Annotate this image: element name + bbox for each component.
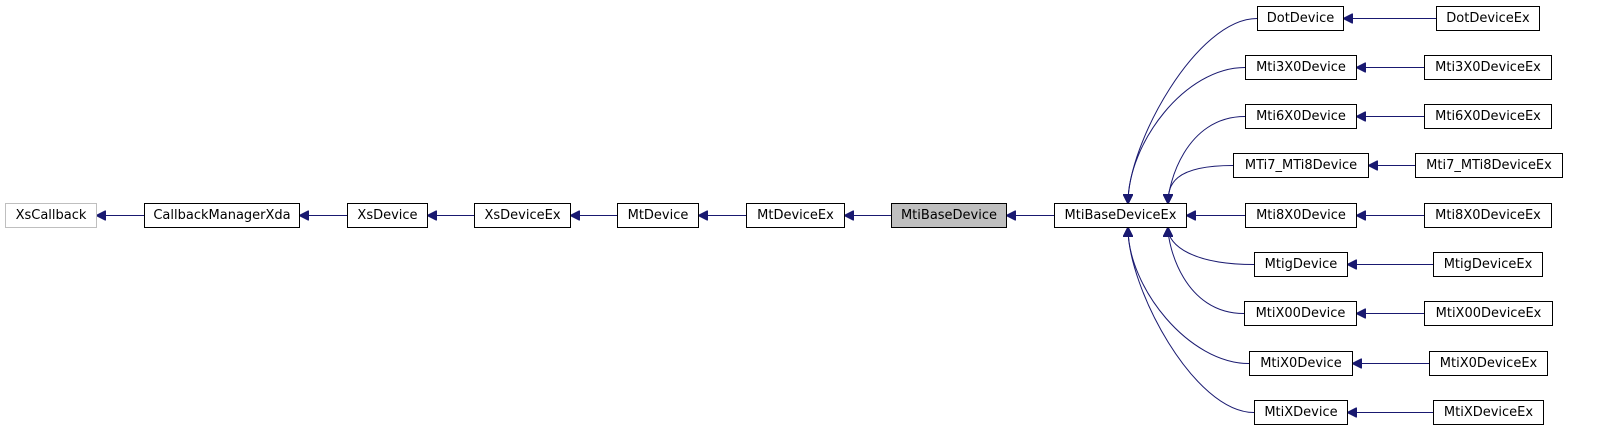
class-node-mti7-mti8deviceex[interactable]: Mti7_MTi8DeviceEx: [1415, 153, 1563, 178]
class-node-mti6x0device[interactable]: Mti6X0Device: [1245, 104, 1357, 129]
class-node-mtigdevice[interactable]: MtigDevice: [1254, 252, 1348, 277]
class-node-mti3x0device[interactable]: Mti3X0Device: [1245, 55, 1357, 80]
class-node-xsdeviceex[interactable]: XsDeviceEx: [474, 203, 571, 228]
class-node-mti8x0deviceex[interactable]: Mti8X0DeviceEx: [1424, 203, 1552, 228]
class-node-mti7-mti8device[interactable]: MTi7_MTi8Device: [1233, 153, 1369, 178]
class-node-callbackmanagerxda[interactable]: CallbackManagerXda: [144, 203, 300, 228]
class-node-xscallback: XsCallback: [5, 203, 97, 228]
class-node-mtix00device[interactable]: MtiX00Device: [1244, 301, 1357, 326]
inheritance-edge-mtigdevice-to-mtibasedeviceex: [1168, 228, 1255, 265]
class-node-mtibasedevice: MtiBaseDevice: [891, 203, 1007, 228]
class-node-mtix0device[interactable]: MtiX0Device: [1249, 351, 1353, 376]
class-node-mtibasedeviceex[interactable]: MtiBaseDeviceEx: [1054, 203, 1187, 228]
inheritance-edge-mtixdevice-to-mtibasedeviceex: [1128, 228, 1255, 413]
class-node-dotdeviceex[interactable]: DotDeviceEx: [1436, 6, 1540, 31]
class-node-mtixdeviceex[interactable]: MtiXDeviceEx: [1433, 400, 1544, 425]
class-node-mtix0deviceex[interactable]: MtiX0DeviceEx: [1429, 351, 1548, 376]
class-node-mti6x0deviceex[interactable]: Mti6X0DeviceEx: [1424, 104, 1552, 129]
inheritance-edge-mtix00device-to-mtibasedeviceex: [1168, 228, 1245, 314]
inheritance-edge-mti7-mti8device-to-mtibasedeviceex: [1168, 165, 1234, 204]
inheritance-edge-mti3x0device-to-mtibasedeviceex: [1128, 67, 1246, 204]
class-node-mtix00deviceex[interactable]: MtiX00DeviceEx: [1424, 301, 1553, 326]
class-node-mtixdevice[interactable]: MtiXDevice: [1254, 400, 1348, 425]
class-node-xsdevice[interactable]: XsDevice: [347, 203, 428, 228]
class-node-dotdevice[interactable]: DotDevice: [1257, 6, 1344, 31]
class-node-mtdeviceex[interactable]: MtDeviceEx: [746, 203, 845, 228]
class-node-mtigdeviceex[interactable]: MtigDeviceEx: [1433, 252, 1543, 277]
class-node-mtdevice[interactable]: MtDevice: [617, 203, 699, 228]
inheritance-edge-mtix0device-to-mtibasedeviceex: [1128, 228, 1250, 364]
class-node-mti3x0deviceex[interactable]: Mti3X0DeviceEx: [1424, 55, 1552, 80]
class-node-mti8x0device[interactable]: Mti8X0Device: [1245, 203, 1357, 228]
